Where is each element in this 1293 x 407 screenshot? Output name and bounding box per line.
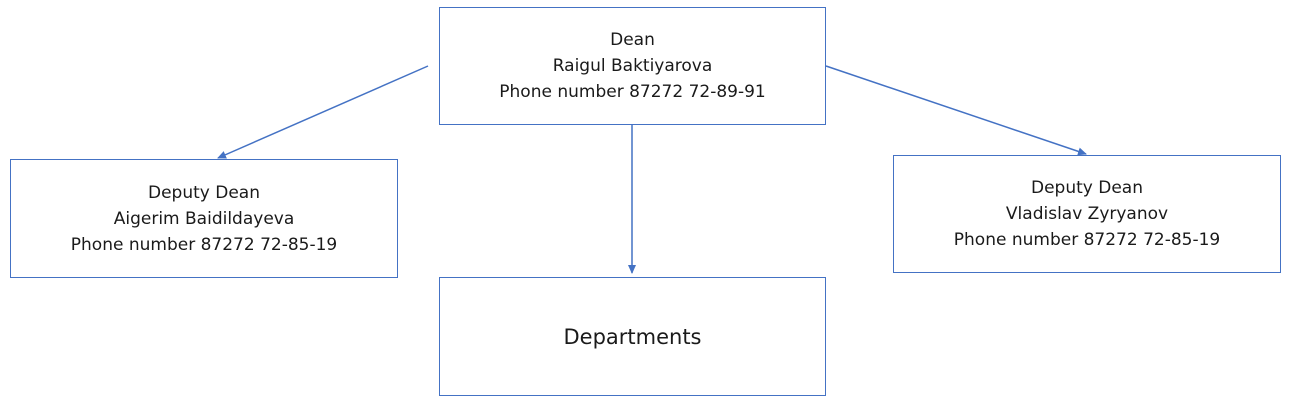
deputy-right-name: Vladislav Zyryanov	[1005, 204, 1169, 224]
dean-phone: Phone number 87272 72-89-91	[499, 82, 766, 102]
departments-label: Departments	[563, 324, 702, 349]
arrow-dean-to-deputy-right	[825, 65, 1087, 156]
deputy-right-phone: Phone number 87272 72-85-19	[953, 230, 1221, 250]
deputy-right-role: Deputy Dean	[1031, 178, 1143, 198]
deputy-left-name: Aigerim Baidildayeva	[113, 208, 295, 229]
dean-role: Dean	[610, 30, 655, 50]
dean-box: Dean Raigul Baktiyarova Phone number 872…	[439, 7, 826, 125]
deputy-dean-left-box: Deputy Dean Aigerim Baidildayeva Phone n…	[10, 159, 398, 278]
deputy-left-phone: Phone number 87272 72-85-19	[70, 234, 338, 255]
deputy-dean-right-box: Deputy Dean Vladislav Zyryanov Phone num…	[893, 155, 1281, 273]
dean-name: Raigul Baktiyarova	[552, 56, 713, 76]
arrow-dean-to-deputy-left	[217, 65, 429, 159]
deputy-left-role: Deputy Dean	[148, 182, 260, 203]
departments-box: Departments	[439, 277, 826, 396]
